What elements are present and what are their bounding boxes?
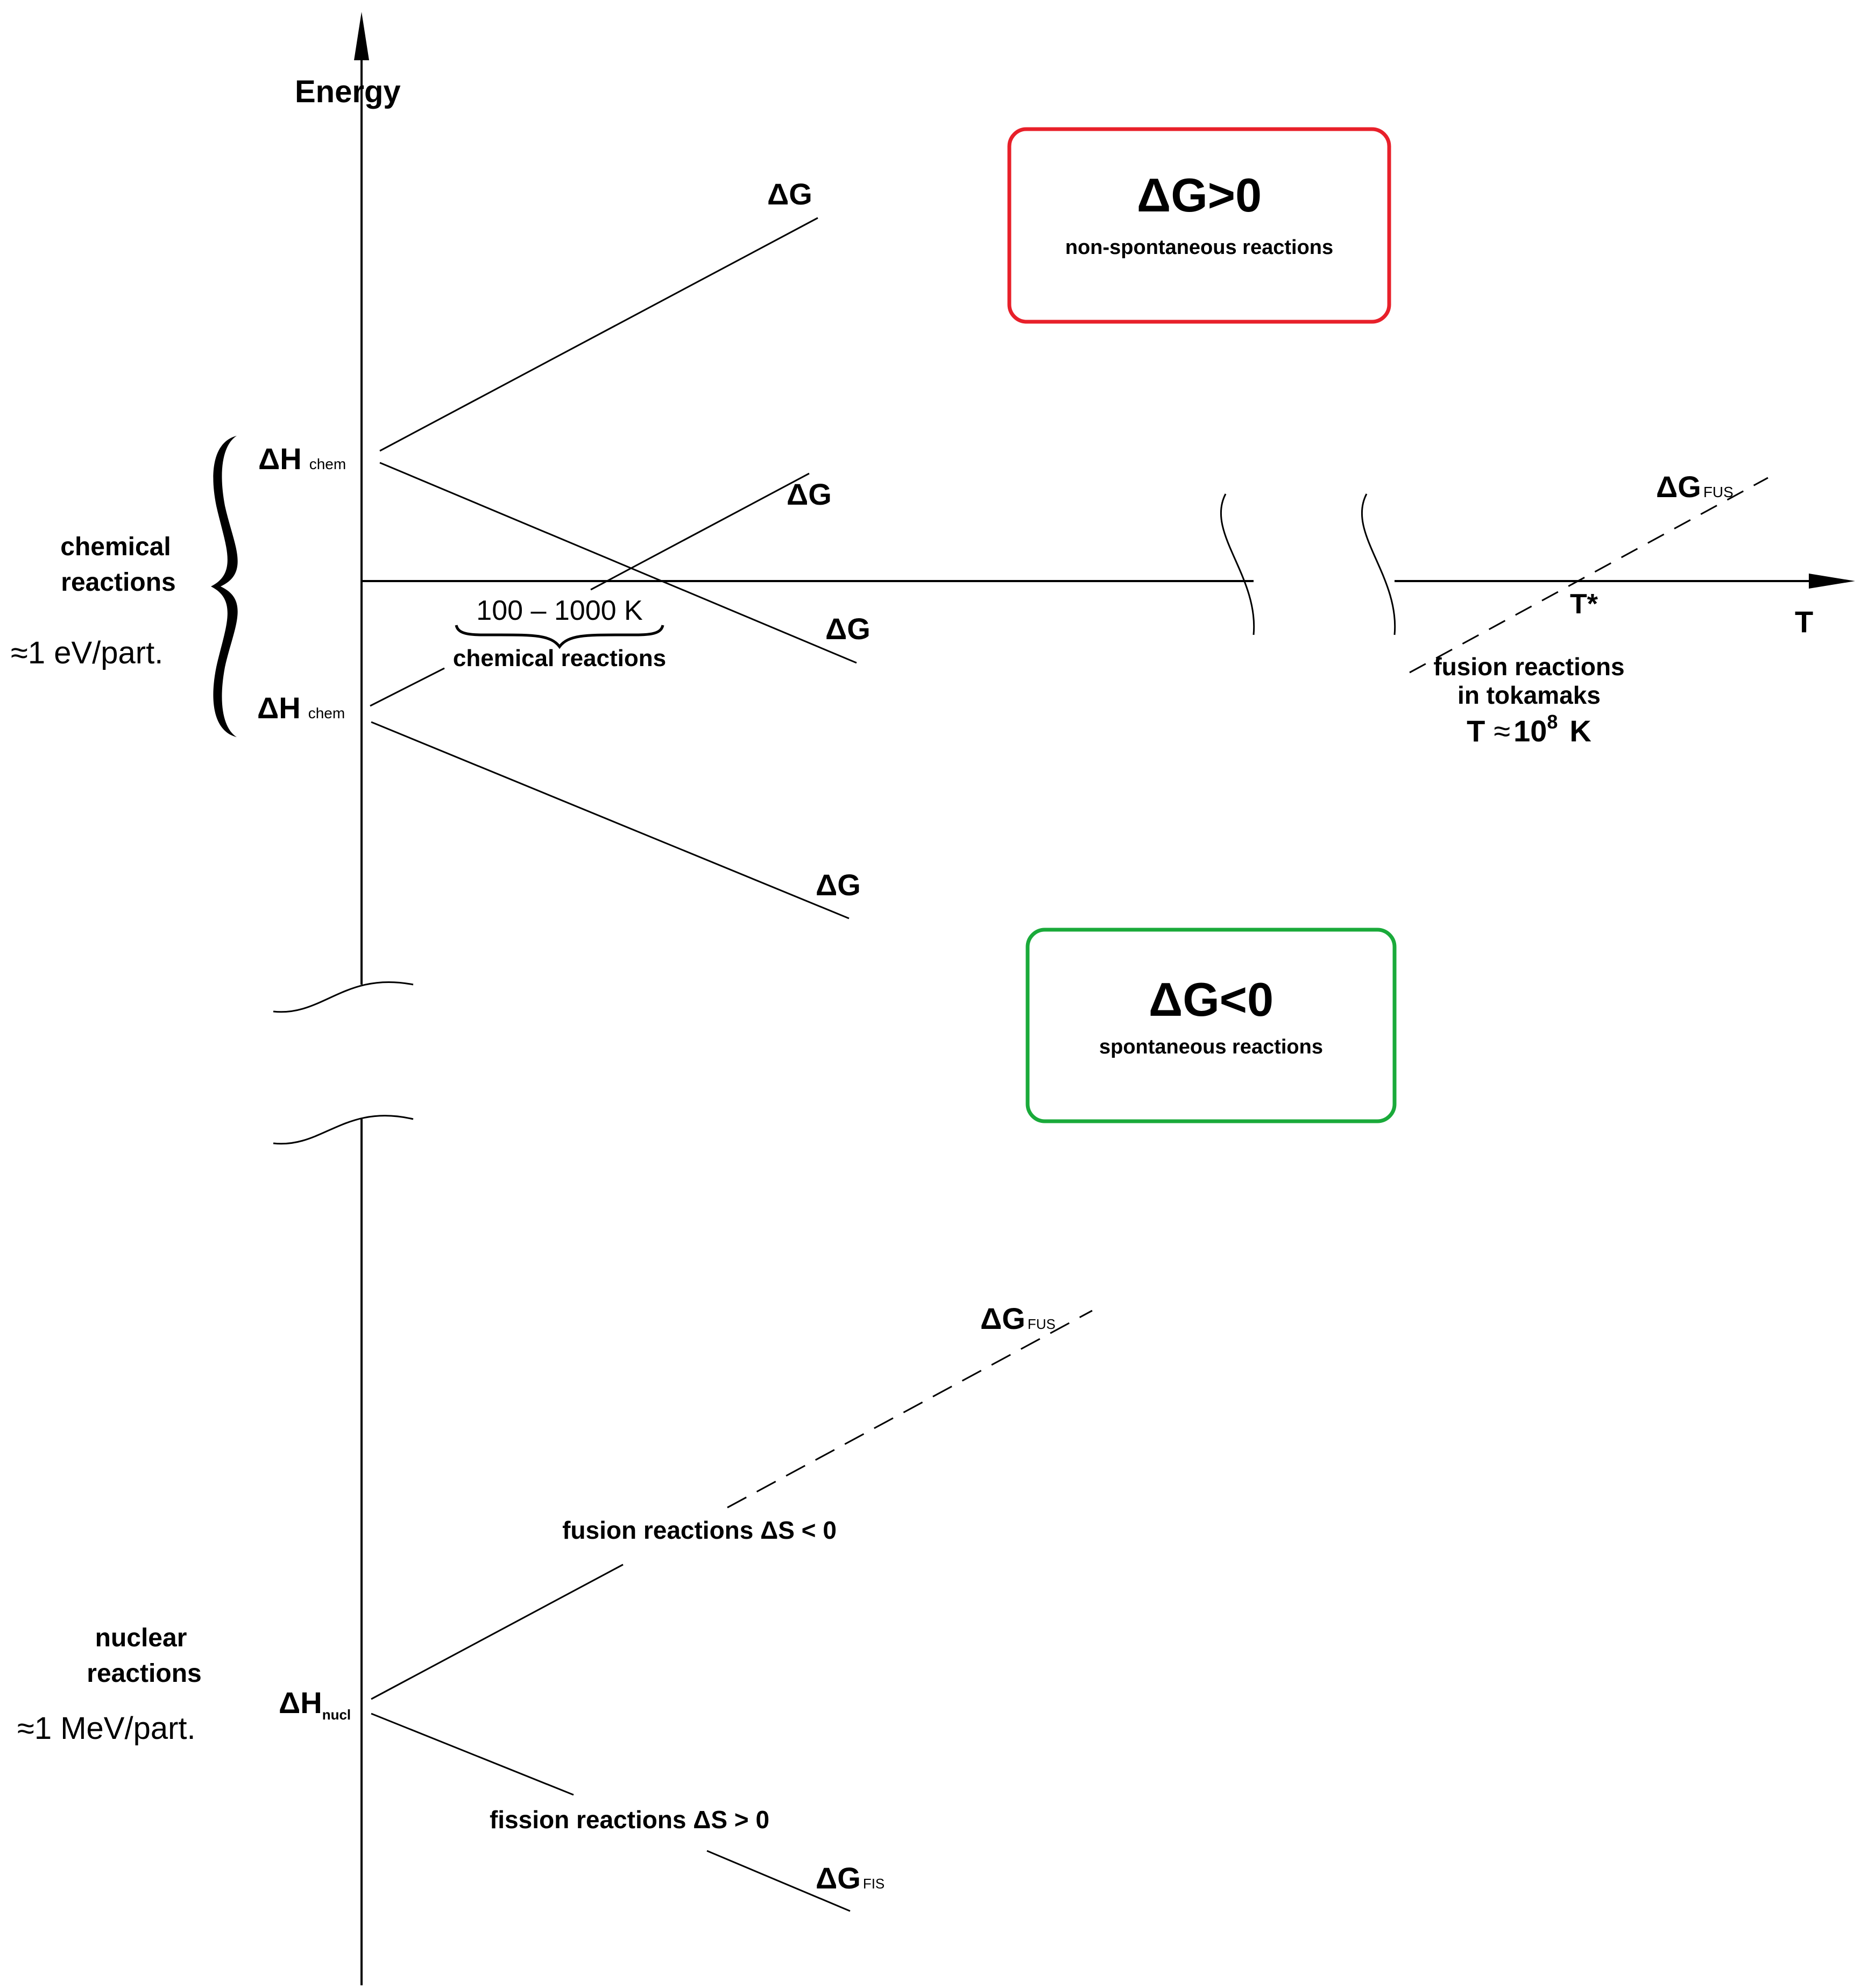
tokamak-temp-exp: 8 (1547, 711, 1558, 733)
chemical-temp-range-label: chemical reactions (453, 645, 666, 671)
dg-line-upper-falling (379, 462, 857, 664)
dh-chem-lower-main: ΔH (257, 691, 301, 725)
y-axis-arrowhead (354, 12, 369, 60)
positive-dg-box (1007, 127, 1391, 324)
dh-chem-upper-sub: chem (309, 456, 346, 472)
nuclear-label-line2: reactions (87, 1659, 201, 1688)
nuclear-energy-scale: ≈1 MeV/part. (17, 1711, 196, 1746)
negative-dg-title: ΔG<0 (1149, 973, 1273, 1026)
dh-chem-upper: ΔH chem (258, 442, 346, 476)
chemical-dg-lines (370, 217, 857, 919)
negative-dg-subtitle: spontaneous reactions (1099, 1036, 1323, 1058)
temp-range-brace (455, 625, 664, 649)
chemical-label-line1: chemical (60, 533, 171, 561)
chemical-energy-scale: ≈1 eV/part. (11, 635, 163, 670)
positive-dg-subtitle: non-spontaneous reactions (1065, 236, 1333, 259)
nuclear-dg-fus-main: ΔG (980, 1301, 1025, 1335)
dh-nucl-sub: nucl (322, 1707, 351, 1723)
dg-line-lower-rising-cont (590, 472, 810, 591)
nuclear-dg-lines (371, 1310, 1093, 1912)
fission-reactions-label: fission reactions ΔS > 0 (490, 1806, 769, 1834)
y-axis-label: Energy (295, 74, 401, 109)
fusion-line-solid (371, 1563, 624, 1700)
x-axis-break-mark (1220, 493, 1396, 635)
nuclear-dg-fus-sub: FUS (1028, 1316, 1056, 1332)
tokamak-dg-fus-line (1409, 477, 1768, 674)
dg-label-3: ΔG (825, 612, 871, 646)
fission-line-upper (371, 1713, 574, 1796)
dg-line-lower-rising (370, 667, 445, 707)
tokamak-dg-fus-sub: FUS (1703, 484, 1733, 500)
nuclear-dg-fis-sub: FIS (863, 1876, 884, 1892)
dg-label-1: ΔG (767, 177, 812, 211)
dg-label-4: ΔG (816, 868, 861, 902)
chemical-label-line2: reactions (61, 568, 175, 597)
tokamak-label-line1: fusion reactions (1433, 653, 1624, 681)
dh-nucl-main: ΔH (279, 1686, 322, 1720)
dh-chem-lower: ΔH chem (257, 691, 345, 725)
tokamak-temp-unit: K (1569, 714, 1591, 748)
x-axis-arrowhead (1809, 574, 1855, 589)
x-axis-label: T (1795, 605, 1813, 639)
chemical-temp-range: 100 – 1000 K (476, 595, 643, 626)
tokamak-label-line2: in tokamaks (1457, 681, 1601, 709)
chemical-brace (211, 436, 238, 737)
nuclear-dg-fis-main: ΔG (816, 1861, 861, 1895)
tokamak-temp-base: 10 (1513, 714, 1547, 748)
dh-nucl: ΔHnucl (279, 1686, 351, 1723)
fusion-line-dashed (727, 1310, 1093, 1509)
fission-line-lower (706, 1850, 851, 1912)
nuclear-label-line1: nuclear (95, 1624, 187, 1652)
y-axis-break-mark (273, 981, 414, 1145)
positive-dg-title: ΔG>0 (1137, 168, 1262, 222)
tokamak-temp-approx: ≈ (1494, 714, 1510, 748)
dg-line-lower-falling (371, 721, 850, 919)
dh-chem-lower-sub: chem (308, 705, 345, 721)
t-star-label: T* (1570, 589, 1598, 620)
negative-dg-box (1025, 928, 1397, 1123)
dh-chem-upper-main: ΔH (258, 442, 302, 476)
dg-label-2: ΔG (787, 477, 832, 511)
tokamak-temp-prefix: T (1467, 714, 1485, 748)
dg-line-upper-rising (379, 217, 818, 452)
tokamak-dg-fus-main: ΔG (1656, 470, 1701, 504)
fusion-reactions-label: fusion reactions ΔS < 0 (562, 1516, 837, 1544)
